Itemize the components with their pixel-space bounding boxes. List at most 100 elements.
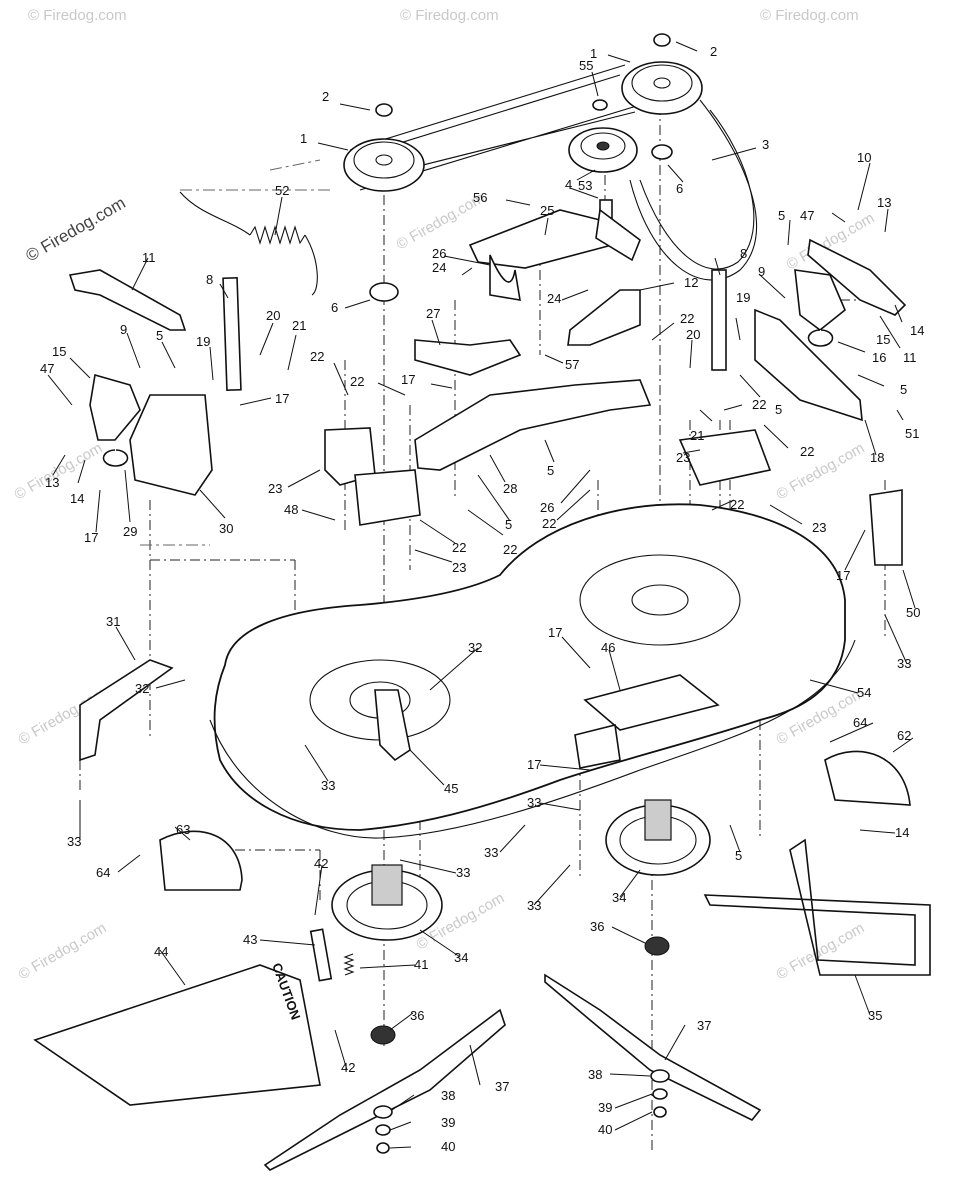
bracket — [595, 208, 641, 262]
bracket-50 — [869, 489, 903, 566]
callout-label: 64 — [853, 715, 867, 730]
belt-drive-assembly — [343, 33, 758, 302]
callout-label: 33 — [527, 795, 541, 810]
callout-label: 17 — [527, 757, 541, 772]
callout-label: 37 — [697, 1018, 711, 1033]
callout-label: 14 — [895, 825, 909, 840]
callout-label: 27 — [426, 306, 440, 321]
callout-label: 18 — [870, 450, 884, 465]
callout-label: 17 — [275, 391, 289, 406]
callout-label: 13 — [45, 475, 59, 490]
callout-label: 13 — [877, 195, 891, 210]
callout-label: 35 — [868, 1008, 882, 1023]
bracket-35 — [703, 838, 931, 976]
callout-label: 11 — [142, 250, 156, 265]
watermark-text: © Firedog.com — [760, 7, 859, 24]
watermark-text: © Firedog.com — [400, 7, 499, 24]
callout-label: 21 — [690, 428, 704, 443]
callout-label: 22 — [350, 374, 364, 389]
bracket-27 — [414, 339, 522, 376]
strap-8-right — [711, 269, 727, 371]
callout-label: 6 — [676, 181, 683, 196]
callout-label: 22 — [310, 349, 324, 364]
callout-label: 23 — [676, 450, 690, 465]
callout-label: 20 — [266, 308, 280, 323]
upper-parts — [68, 208, 907, 566]
spindle-housing-left — [371, 864, 403, 906]
callout-label: 22 — [730, 497, 744, 512]
callout-label: 33 — [484, 845, 498, 860]
callout-label: 20 — [686, 327, 700, 342]
chute-mount — [574, 724, 621, 769]
callout-label: 5 — [547, 463, 554, 478]
washer-38-left — [373, 1105, 393, 1119]
belt-loop-inner — [639, 109, 755, 270]
callout-label: 47 — [800, 208, 814, 223]
blade-37-right — [544, 973, 762, 1122]
callout-label: 26 — [540, 500, 554, 515]
callout-label: 12 — [684, 275, 698, 290]
clip-16 — [807, 329, 834, 347]
callout-label: 37 — [495, 1079, 509, 1094]
callout-label: 8 — [740, 246, 747, 261]
nut-40-right — [653, 1106, 667, 1118]
callout-label: 17 — [836, 568, 850, 583]
mower-deck — [79, 503, 856, 839]
callout-label: 33 — [897, 656, 911, 671]
callout-label: 11 — [903, 350, 917, 365]
callout-label: 62 — [897, 728, 911, 743]
callout-label: 33 — [527, 898, 541, 913]
callout-label: 22 — [800, 444, 814, 459]
nut — [375, 103, 393, 117]
bracket-28 — [414, 379, 652, 471]
callout-label: 23 — [452, 560, 466, 575]
callout-label: 41 — [414, 957, 428, 972]
callout-label: 28 — [503, 481, 517, 496]
callout-label: 44 — [154, 944, 168, 959]
callout-label: 25 — [540, 203, 554, 218]
callout-label: 30 — [219, 521, 233, 536]
callout-label: 22 — [752, 397, 766, 412]
nut-40-left — [376, 1142, 390, 1154]
callout-label: 26 — [432, 246, 446, 261]
chute-cover-63 — [159, 830, 243, 891]
arm-11-right — [807, 238, 907, 316]
nut — [592, 99, 608, 111]
cover-62 — [824, 750, 911, 806]
callout-label: 2 — [322, 89, 329, 104]
leader-lines — [47, 41, 916, 1149]
callout-label: 15 — [876, 332, 890, 347]
callout-label: 22 — [452, 540, 466, 555]
callout-label: 36 — [410, 1008, 424, 1023]
bracket-46 — [583, 674, 720, 731]
callout-label: 9 — [120, 322, 127, 337]
bearing-36-right — [644, 936, 670, 956]
callout-label: 38 — [441, 1088, 455, 1103]
callout-label: 33 — [456, 865, 470, 880]
nut — [653, 33, 671, 47]
watermark-main: © Firedog.com — [23, 193, 129, 265]
callout-label: 34 — [454, 950, 468, 965]
callout-label: 5 — [505, 517, 512, 532]
callout-label: 45 — [444, 781, 458, 796]
spindle-housing-right — [644, 799, 672, 841]
callout-label: 23 — [268, 481, 282, 496]
bracket-18 — [754, 308, 863, 422]
callout-label: 2 — [710, 44, 717, 59]
callout-label: 52 — [275, 183, 289, 198]
callout-label: 63 — [176, 822, 190, 837]
lower-parts: CAUTION — [33, 750, 931, 1171]
callout-label: 31 — [106, 614, 120, 629]
callout-label: 17 — [548, 625, 562, 640]
callout-label: 32 — [468, 640, 482, 655]
callout-label: 40 — [441, 1139, 455, 1154]
callout-label: 5 — [778, 208, 785, 223]
belt-loop — [629, 99, 758, 281]
callout-label: 6 — [331, 300, 338, 315]
callout-label: 15 — [52, 344, 66, 359]
callout-label: 50 — [906, 605, 920, 620]
callout-label: 10 — [857, 150, 871, 165]
spring-52 — [179, 191, 318, 296]
callout-label: 22 — [680, 311, 694, 326]
callout-label: 39 — [441, 1115, 455, 1130]
